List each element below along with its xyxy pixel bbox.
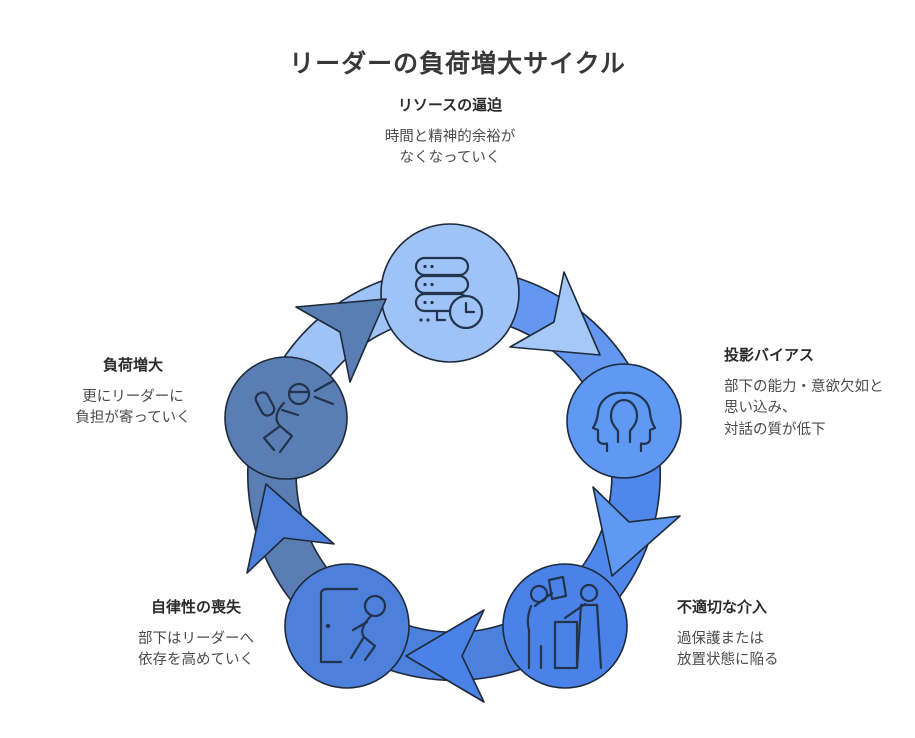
- server-clock-icon: [414, 256, 484, 330]
- node-label-block-improper-intervention: 不適切な介入 過保護または 放置状態に陥る: [677, 598, 779, 672]
- node-desc: 時間と精神的余裕が なくなっていく: [384, 128, 516, 167]
- node-title: リソースの逼迫: [397, 97, 503, 114]
- cycle-arrowhead: [405, 609, 485, 703]
- node-label-block-load-increase: 負荷増大 更にリーダーに 負担が寄っていく: [75, 356, 190, 430]
- node-desc: 部下の能力・意欲欠如と 思い込み、 対話の質が低下: [724, 378, 884, 439]
- node-circle-autonomy-loss: [284, 563, 410, 689]
- node-title: 投影バイアス: [724, 347, 815, 364]
- node-title: 自律性の喪失: [150, 599, 241, 616]
- node-circle-load-increase: [224, 356, 348, 480]
- page-title: リーダーの負荷増大サイクル: [289, 50, 626, 78]
- node-title: 負荷増大: [102, 357, 163, 374]
- cycle-arrowhead: [295, 298, 387, 383]
- node-desc: 過保護または 放置状態に陥る: [677, 630, 779, 669]
- cycle-arrowhead: [246, 483, 335, 574]
- node-label-block-projection-bias: 投影バイアス 部下の能力・意欲欠如と 思い込み、 対話の質が低下: [724, 346, 884, 442]
- node-label-block-resource-pressure: リソースの逼迫 時間と精神的余裕が なくなっていく: [385, 96, 516, 170]
- node-desc: 部下はリーダーへ 依存を高めていく: [138, 630, 254, 669]
- node-circle-projection-bias: [566, 363, 682, 479]
- node-desc: 更にリーダーに 負担が寄っていく: [75, 388, 191, 427]
- node-label-block-autonomy-loss: 自律性の喪失 部下はリーダーへ 依存を高めていく: [138, 598, 254, 672]
- node-title: 不適切な介入: [677, 599, 768, 616]
- cycle-arrowhead: [592, 486, 681, 577]
- node-circle-improper-intervention: [502, 563, 628, 689]
- cycle-arrowhead: [509, 271, 601, 356]
- two-profiles-icon: [591, 391, 657, 453]
- running-person-icon: [254, 379, 335, 454]
- door-person-icon: [319, 587, 387, 664]
- handover-icon: [526, 575, 603, 670]
